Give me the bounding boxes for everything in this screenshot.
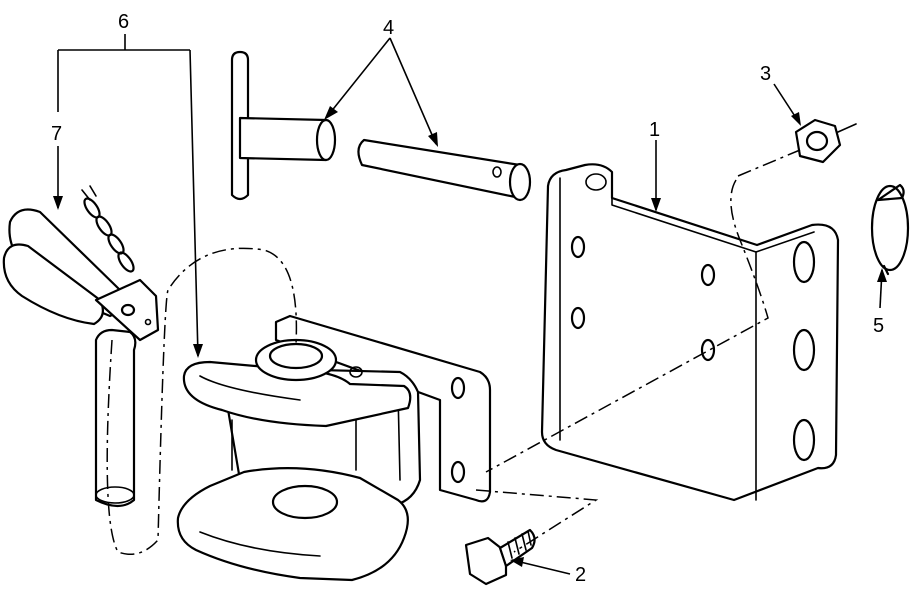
clevis-pin [357,138,532,202]
leader-arrowheads [53,106,887,567]
hitch-pin [2,185,160,508]
bolt [464,528,536,586]
callout-7: 7 [51,123,62,145]
alignment-lines [106,149,801,555]
callout-1: 1 [649,119,660,141]
callout-4: 4 [383,17,394,39]
lynch-pin-clip [870,183,910,276]
callout-2: 2 [575,564,586,586]
callout-6: 6 [118,11,129,33]
t-handle-pin [230,50,337,201]
callout-3: 3 [760,63,771,85]
callout-5: 5 [873,315,884,337]
hex-nut [794,118,857,164]
hitch-assembly [176,314,492,582]
mounting-plate [540,163,840,502]
